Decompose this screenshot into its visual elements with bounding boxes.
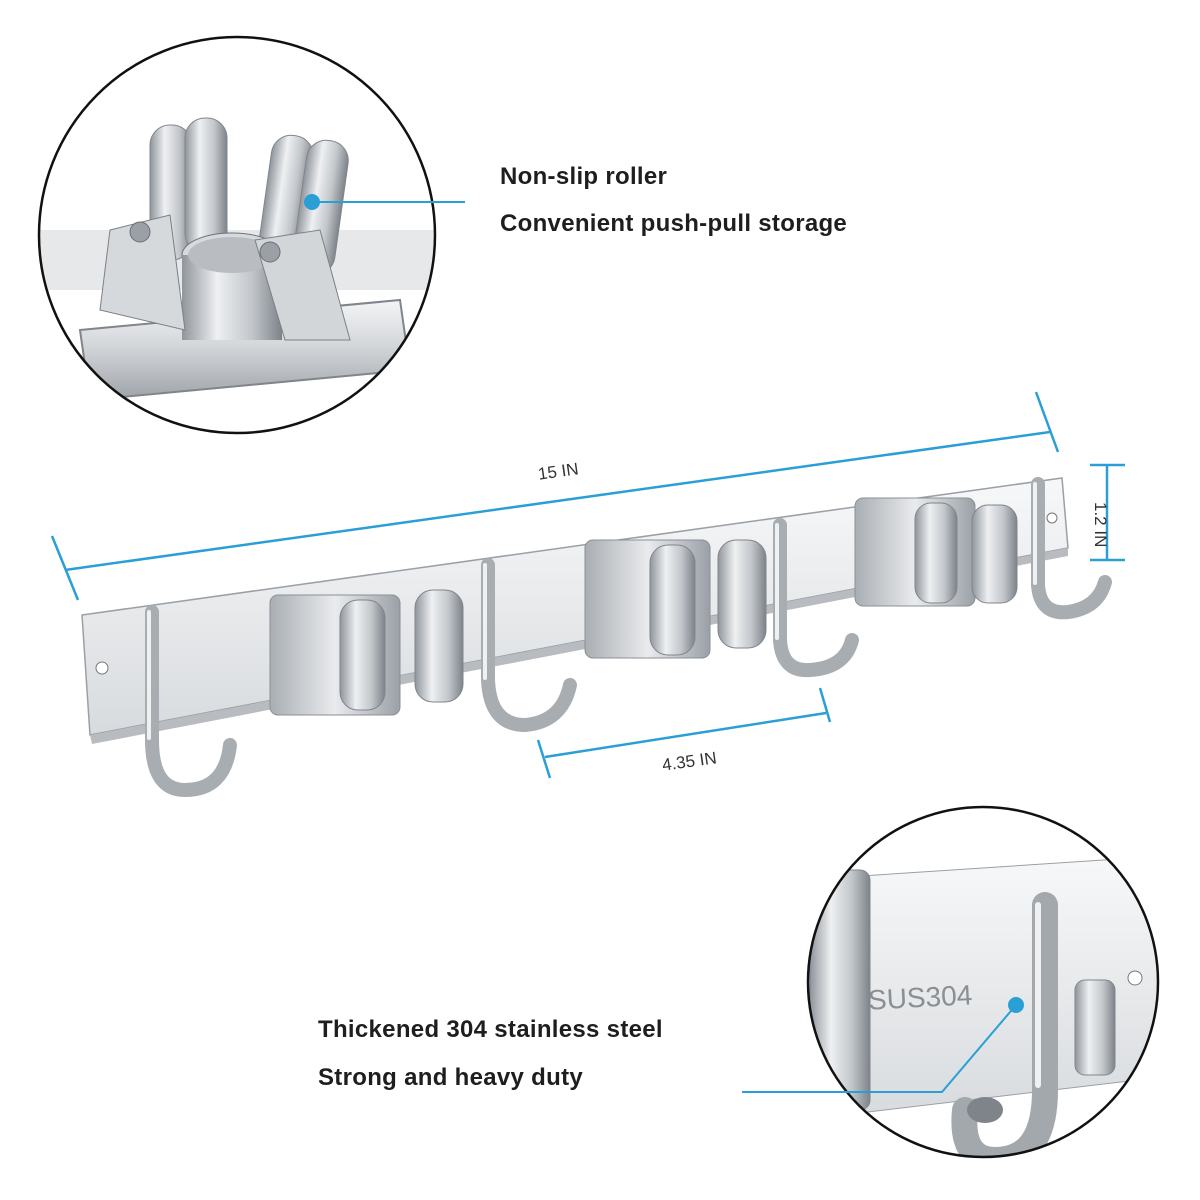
dimension-hook-spacing: [536, 687, 832, 779]
dimension-length: [50, 391, 1060, 601]
hook-closeup: [806, 805, 1160, 1159]
clip-3: [854, 497, 1018, 607]
clip-2: [584, 539, 767, 659]
feature-durability-label: Strong and heavy duty: [318, 1064, 584, 1091]
dimension-height: [1090, 463, 1125, 562]
mop-broom-rack: [81, 477, 1112, 798]
hook-4: [1031, 477, 1112, 620]
feature-storage-label: Convenient push-pull storage: [500, 210, 848, 237]
height-label: 1.2 IN: [1091, 502, 1110, 548]
hook-3: [773, 518, 859, 678]
hook-2: [481, 558, 577, 733]
feature-roller-label: Non-slip roller: [500, 163, 668, 190]
roller-closeup: [37, 35, 437, 435]
feature-steel-label: Thickened 304 stainless steel: [318, 1016, 663, 1043]
hook-1: [145, 605, 237, 798]
callout-roller: [304, 194, 465, 210]
clip-1: [269, 589, 464, 716]
sus304-engraving: SUS304: [867, 979, 974, 1016]
callout-steel: [742, 997, 1024, 1093]
